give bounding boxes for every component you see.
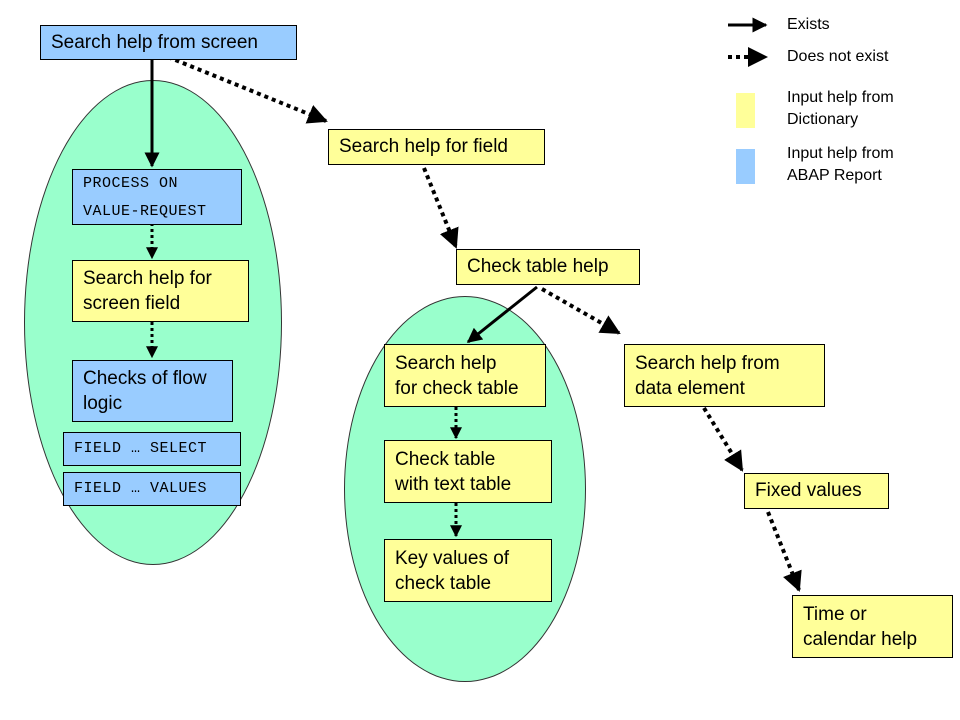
node-fixed-values[interactable]: Fixed values: [744, 473, 889, 509]
legend-dictionary-label: Input help from Dictionary: [787, 89, 894, 128]
legend-abap-report-label: Input help from ABAP Report: [787, 145, 894, 184]
edge-fixed-time: [766, 511, 802, 592]
node-search-help-for-field[interactable]: Search help for field: [328, 129, 545, 165]
node-search-help-from-screen[interactable]: Search help from screen: [40, 25, 297, 60]
node-time-or-calendar-help[interactable]: Time or calendar help: [792, 595, 953, 658]
node-search-help-for-check-table[interactable]: Search help for check table: [384, 344, 546, 407]
edge-screen-field: [167, 55, 328, 124]
edge-field-checktable: [422, 167, 459, 249]
node-search-help-from-data-element[interactable]: Search help from data element: [624, 344, 825, 407]
node-field-values[interactable]: FIELD … VALUES: [63, 472, 241, 506]
edge-dataelement-fixed: [702, 406, 744, 472]
node-field-select[interactable]: FIELD … SELECT: [63, 432, 241, 466]
node-check-table-help[interactable]: Check table help: [456, 249, 640, 285]
node-search-help-for-screen-field[interactable]: Search help for screen field: [72, 260, 249, 322]
node-process-on-value-request[interactable]: PROCESS ON VALUE-REQUEST: [72, 169, 242, 225]
legend-abap-report-swatch: [736, 149, 755, 184]
edge-checktable-shchecktable: [466, 285, 538, 344]
legend-dictionary-swatch: [736, 93, 755, 128]
edge-checktable-dataelement: [541, 287, 621, 335]
node-check-table-with-text-table[interactable]: Check table with text table: [384, 440, 552, 503]
node-key-values-of-check-table[interactable]: Key values of check table: [384, 539, 552, 602]
legend-not-exists-label: Does not exist: [787, 48, 889, 65]
node-checks-of-flow-logic[interactable]: Checks of flow logic: [72, 360, 233, 422]
legend-exists-label: Exists: [787, 16, 830, 33]
